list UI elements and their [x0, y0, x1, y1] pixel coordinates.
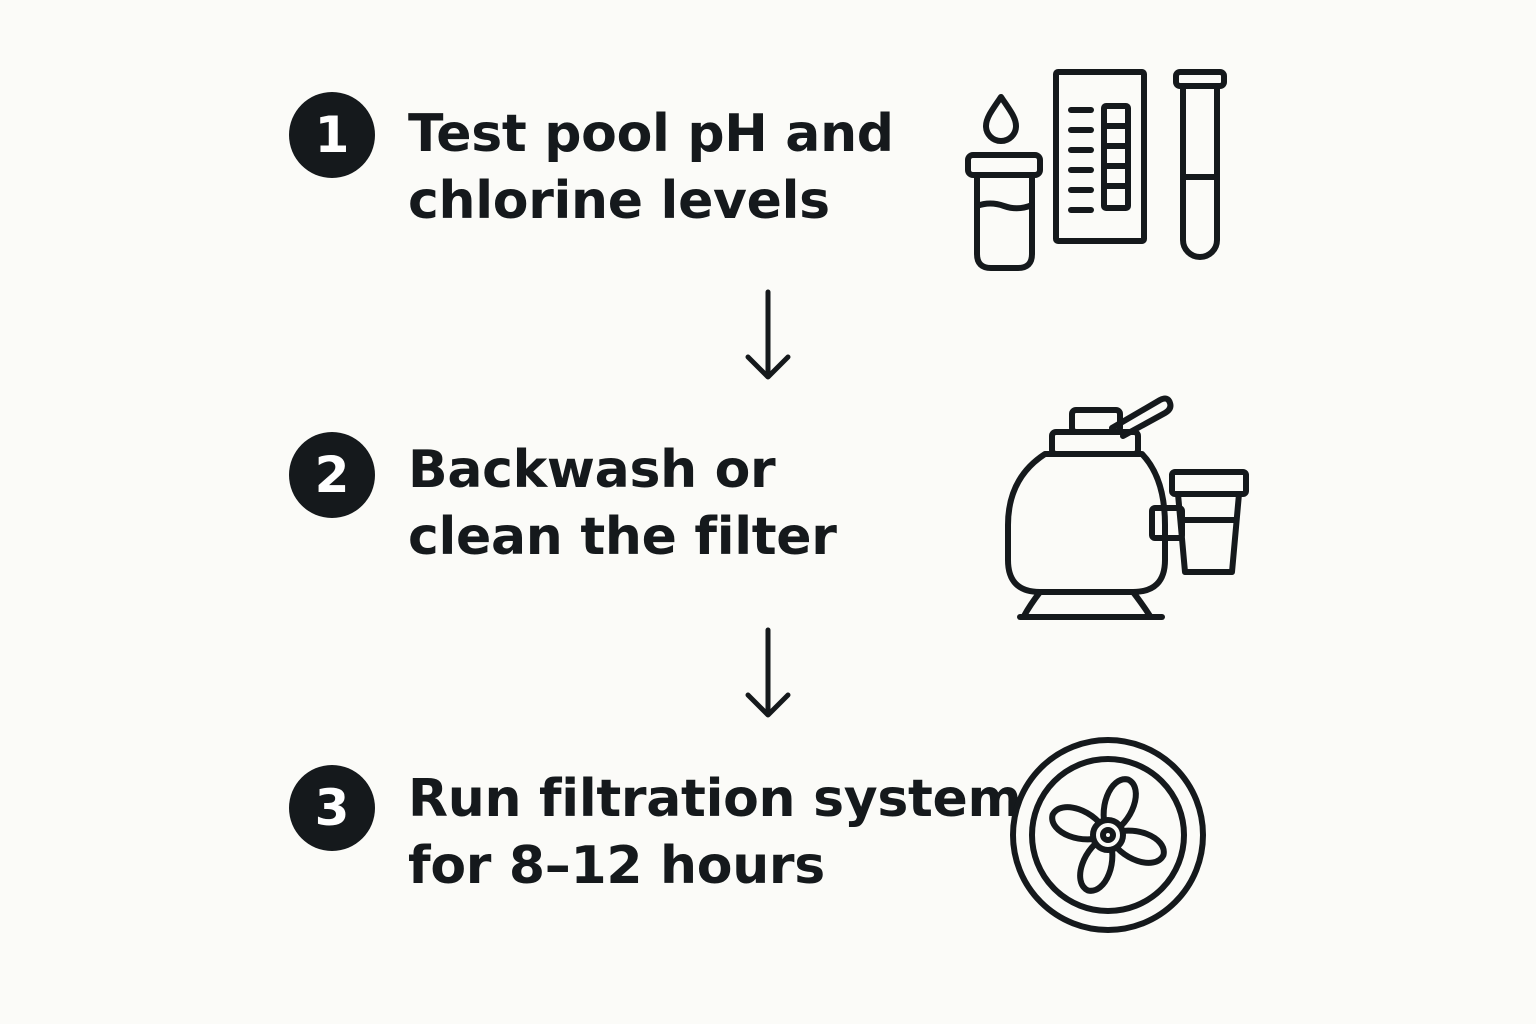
beaker-rim [965, 152, 1043, 178]
filter-tank [1005, 451, 1168, 595]
step-3-line-1: Run filtration system [408, 769, 1022, 829]
droplet-icon [983, 94, 1019, 144]
arrow-down-1 [745, 289, 791, 380]
step-2-number-badge: 2 [289, 432, 375, 518]
pump-basket [1175, 491, 1242, 575]
step-1-line-2: chlorine levels [408, 171, 830, 231]
beaker-liquid-line [974, 200, 1035, 212]
fan-hub [1090, 817, 1126, 853]
test-tube-cap [1173, 69, 1227, 89]
fan-inner-ring [1029, 756, 1187, 914]
step-1-line-1: Test pool pH and [408, 104, 894, 164]
pump-fan-icon [1010, 737, 1206, 933]
sand-filter-icon [1005, 395, 1249, 620]
fan-outer-ring [1010, 737, 1206, 933]
valve-handle [1109, 395, 1174, 439]
arrow-down-2 [745, 627, 791, 718]
test-strip [1101, 103, 1131, 211]
test-strip-card [1053, 69, 1147, 244]
step-1-number-badge: 1 [289, 92, 375, 178]
step-3-line-2: for 8–12 hours [408, 836, 825, 896]
step-2-line-2: clean the filter [408, 507, 837, 567]
filter-base [1021, 589, 1043, 619]
step-2-text: Backwash or clean the filter [408, 437, 837, 571]
step-3-text: Run filtration system for 8–12 hours [408, 766, 1022, 900]
step-2-line-1: Backwash or [408, 440, 776, 500]
pump-basket-rim [1169, 469, 1249, 497]
water-test-kit-icon [965, 69, 1227, 271]
test-tube-body [1180, 83, 1220, 260]
step-3-number-badge: 3 [289, 765, 375, 851]
beaker-body [974, 172, 1035, 271]
step-1-text: Test pool pH and chlorine levels [408, 101, 894, 235]
fan-blades [1049, 776, 1167, 894]
